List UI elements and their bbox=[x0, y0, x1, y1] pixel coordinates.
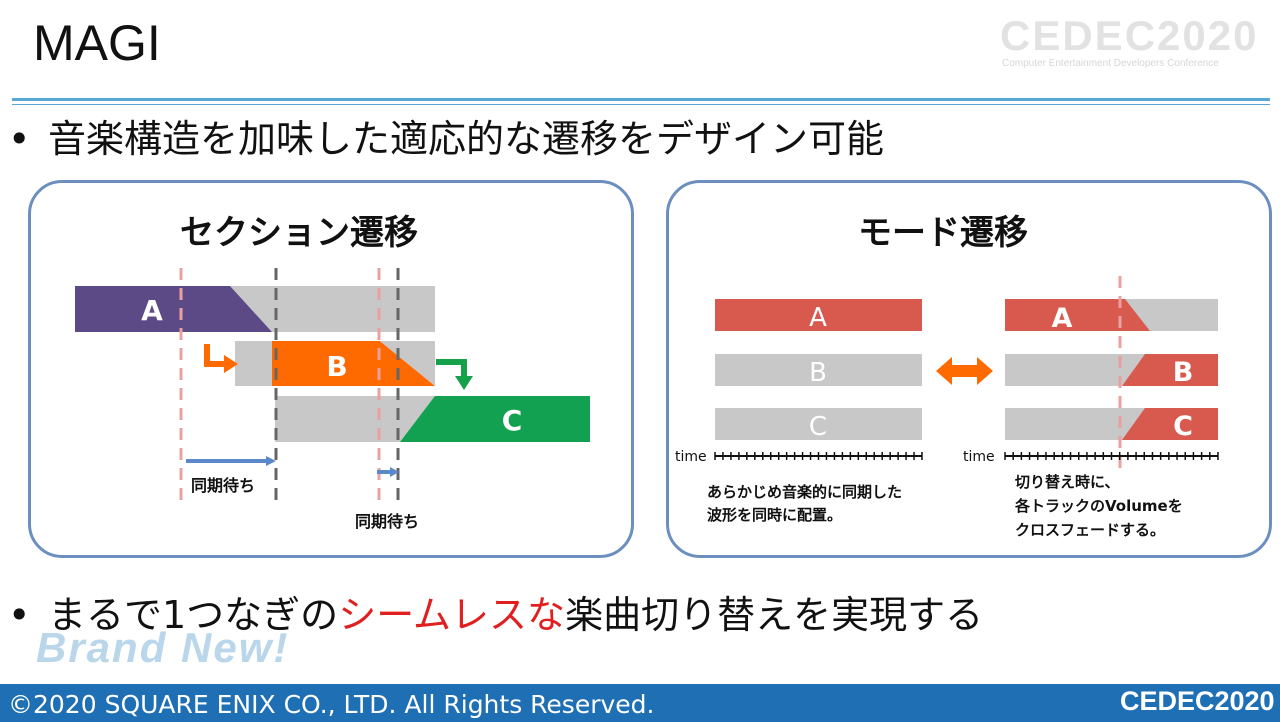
green-bent-arrow bbox=[436, 359, 467, 378]
title-rule bbox=[12, 98, 1270, 101]
mode-left-label-a: A bbox=[809, 303, 827, 333]
title-rule-thin bbox=[12, 104, 1270, 105]
mode-left-time-label: time bbox=[675, 449, 707, 465]
mode-transition-panel bbox=[666, 180, 1272, 558]
bullet-2-highlight: シームレスな bbox=[338, 593, 566, 637]
mode-left-label-b: B bbox=[809, 358, 827, 388]
section-transition-title: セクション遷移 bbox=[180, 213, 418, 253]
mode-right-label-a: A bbox=[1052, 303, 1073, 334]
mode-left-ticks bbox=[714, 452, 923, 460]
mode-right-label-b: B bbox=[1173, 357, 1194, 388]
sync-wait-arrow-1-head bbox=[266, 456, 276, 466]
mode-left-track-a bbox=[715, 299, 922, 331]
mode-left-track-b bbox=[715, 354, 922, 386]
mode-transition-title: モード遷移 bbox=[858, 213, 1028, 253]
mode-caption-right-3: クロスフェードする。 bbox=[1015, 521, 1165, 539]
sync-wait-label-2: 同期待ち bbox=[355, 512, 419, 531]
track-b-label: B bbox=[326, 350, 347, 383]
footer-cedec-logo: CEDEC2020 bbox=[1120, 686, 1275, 716]
track-b-bar bbox=[235, 341, 435, 386]
bullet-dot: • bbox=[8, 117, 31, 161]
mode-right-ticks bbox=[1004, 452, 1219, 460]
track-a-bar bbox=[75, 286, 272, 332]
orange-arrow-head bbox=[224, 355, 238, 373]
track-c-label: C bbox=[502, 404, 523, 437]
sync-wait-label-1: 同期待ち bbox=[191, 476, 255, 495]
mode-left-label-c: C bbox=[809, 412, 827, 442]
cedec-logo-sub: Computer Entertainment Developers Confer… bbox=[1002, 58, 1219, 69]
mode-caption-left-1: あらかじめ音楽的に同期した bbox=[707, 483, 902, 501]
track-a-label: A bbox=[141, 294, 163, 327]
mode-right-track-b bbox=[1122, 354, 1218, 386]
footer-bar bbox=[0, 684, 1280, 722]
bullet-2: • まるで1つなぎのシームレスな楽曲切り替えを実現する bbox=[8, 584, 983, 639]
mode-switch-double-arrow bbox=[936, 357, 993, 385]
bullet-2-text-before: まるで1つなぎの bbox=[48, 593, 339, 637]
green-arrow-head bbox=[455, 376, 473, 390]
copyright-text: ©2020 SQUARE ENIX CO., LTD. All Rights R… bbox=[8, 690, 655, 719]
mode-right-time-label: time bbox=[963, 449, 995, 465]
mode-right-track-a bbox=[1005, 299, 1150, 331]
mode-caption-right-1: 切り替え時に、 bbox=[1015, 473, 1120, 491]
track-b-gray-left bbox=[235, 341, 272, 386]
bullet-1-text: 音楽構造を加味した適応的な遷移をデザイン可能 bbox=[48, 117, 885, 161]
mode-left-track-c bbox=[715, 408, 922, 440]
mode-caption-right-2: 各トラックのVolumeを bbox=[1014, 497, 1183, 515]
bullet-dot: • bbox=[8, 593, 31, 637]
track-b-gray-right bbox=[380, 341, 435, 386]
track-a-gray bbox=[230, 286, 435, 332]
mode-right-label-c: C bbox=[1173, 411, 1193, 442]
slide-title: MAGI bbox=[33, 15, 161, 71]
mode-right-track-c bbox=[1122, 408, 1218, 440]
bullet-1: • 音楽構造を加味した適応的な遷移をデザイン可能 bbox=[8, 108, 884, 163]
orange-bent-arrow bbox=[204, 344, 226, 367]
cedec-logo: CEDEC2020 Computer Entertainment Develop… bbox=[1000, 12, 1256, 72]
sync-wait-arrow-2-head bbox=[390, 467, 399, 477]
mode-caption-left-2: 波形を同時に配置。 bbox=[707, 506, 842, 524]
cedec-logo-main: CEDEC2020 bbox=[1000, 12, 1259, 59]
brand-new-watermark: Brand New! bbox=[36, 624, 290, 671]
track-c-bar bbox=[400, 396, 590, 442]
bullet-2-text-after: 楽曲切り替えを実現する bbox=[565, 593, 984, 637]
